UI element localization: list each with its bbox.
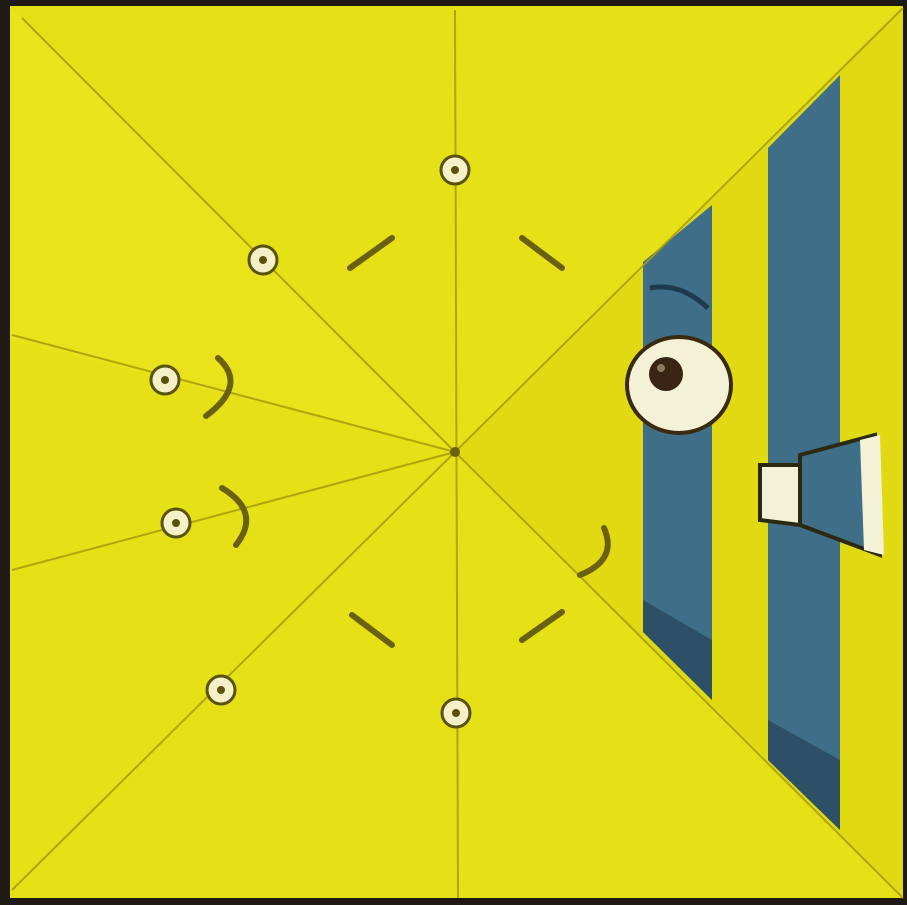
eye-white <box>627 337 731 433</box>
goggle-buckle-edge <box>860 435 884 555</box>
eye-highlight <box>657 364 665 372</box>
eye-pupil <box>649 357 683 391</box>
goggle-buckle-left <box>760 465 800 525</box>
center-point <box>450 447 460 457</box>
